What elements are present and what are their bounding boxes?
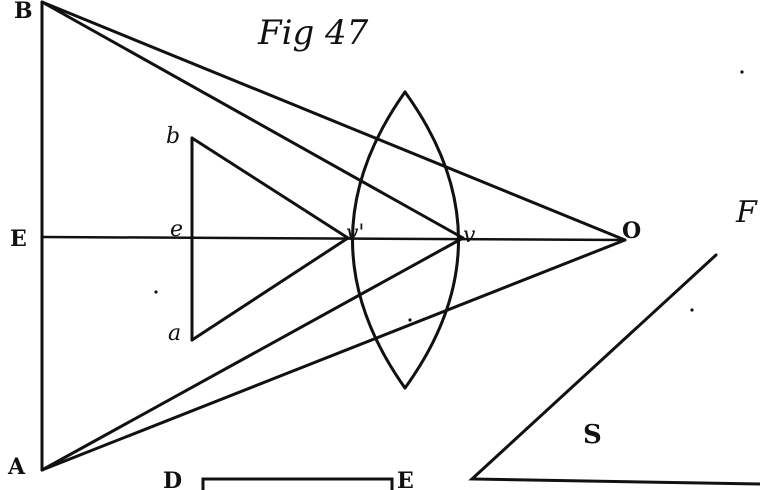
label-O: O [622,218,641,244]
label-D: D [163,468,182,490]
ray-B-to-v [40,0,465,240]
optical-axis [41,235,626,242]
label-b: b [166,124,180,149]
lens-left-arc [351,90,407,390]
label-E: E [10,226,27,252]
speck-dot [690,308,694,312]
label-B: B [14,0,33,24]
label-v-prime: v' [346,221,364,246]
label-v: v [463,223,476,248]
ray-A-to-v [40,236,465,472]
label-e: e [170,217,183,242]
speck-dot [740,70,744,74]
label-E-prime: E [397,468,414,490]
ray-a-to-vprime [190,236,350,342]
ray-b-to-vprime [190,136,350,240]
speck-dot [408,318,412,322]
ruler-DE [201,477,394,490]
label-S: S [583,420,602,450]
ray-B-to-O [40,0,627,242]
lens-right-arc [403,90,460,390]
triangle-S [468,253,760,486]
speck-dot [154,290,158,294]
label-a: a [168,321,181,346]
ray-A-to-O [40,238,627,472]
label-F: F [735,195,758,230]
label-A: A [7,454,26,480]
figure-title: Fig 47 [257,13,369,53]
